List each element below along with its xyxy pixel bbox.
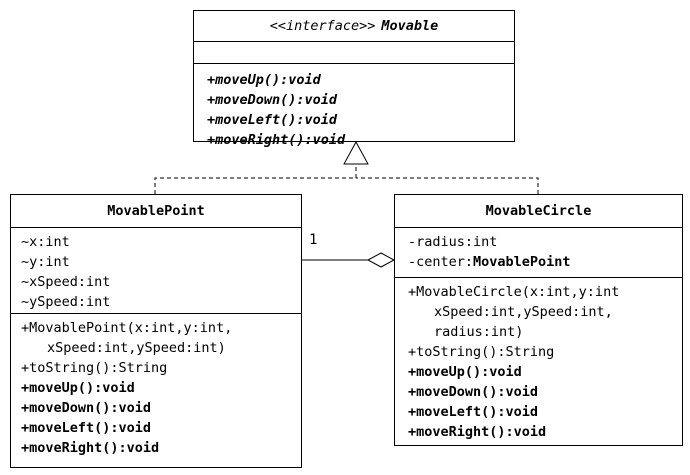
realization-arrowhead — [343, 140, 369, 165]
point-attr-x: ~x:int — [21, 234, 70, 250]
circle-attr-center: -center:MovablePoint — [395, 252, 682, 272]
point-class-name: MovablePoint — [107, 203, 205, 219]
class-movable-point: MovablePoint ~x:int ~y:int ~xSpeed:int ~… — [10, 194, 302, 468]
interface-op-move-right: +moveRight():void — [207, 132, 346, 148]
point-op-move-left: +moveLeft():void — [21, 420, 152, 436]
circle-operations: +MovableCircle(x:int,y:int xSpeed:int,yS… — [395, 277, 682, 445]
circle-attr-center-type: MovablePoint — [473, 254, 571, 270]
interface-attributes — [194, 41, 514, 63]
circle-attr-radius: -radius:int — [408, 234, 498, 250]
interface-stereotype: <<interface>> — [269, 18, 376, 34]
point-attributes: ~x:int ~y:int ~xSpeed:int ~ySpeed:int — [11, 227, 301, 313]
interface-name: Movable — [381, 18, 439, 34]
point-attr-yspeed: ~ySpeed:int — [21, 294, 111, 310]
interface-header: <<interface>> Movable — [194, 11, 514, 41]
point-attr-xspeed: ~xSpeed:int — [21, 274, 111, 290]
circle-op-to-string: +toString():String — [408, 344, 555, 360]
interface-op-move-down: +moveDown():void — [207, 92, 338, 108]
point-header: MovablePoint — [11, 195, 301, 227]
interface-movable: <<interface>> Movable +moveUp():void +mo… — [193, 10, 515, 148]
circle-attributes: -radius:int -center:MovablePoint — [395, 227, 682, 277]
realization-line-point — [154, 177, 356, 194]
point-attr-y: ~y:int — [21, 254, 70, 270]
circle-op-move-up: +moveUp():void — [408, 364, 522, 380]
aggregation-multiplicity: 1 — [309, 232, 318, 248]
interface-op-move-left: +moveLeft():void — [207, 112, 338, 128]
aggregation-diamond — [366, 252, 396, 268]
point-operations: +MovablePoint(x:int,y:int, xSpeed:int,yS… — [11, 313, 301, 467]
point-constructor-line1: +MovablePoint(x:int,y:int, — [21, 320, 233, 336]
point-constructor-line2: xSpeed:int,ySpeed:int) — [47, 340, 226, 356]
realization-line-circle — [356, 177, 539, 194]
point-op-to-string: +toString():String — [21, 360, 168, 376]
circle-constructor-line2: xSpeed:int,ySpeed:int, — [434, 304, 613, 320]
interface-op-move-up: +moveUp():void — [207, 72, 321, 88]
circle-constructor-line1: +MovableCircle(x:int,y:int — [408, 284, 620, 300]
circle-attr-center-name: -center: — [408, 254, 474, 270]
interface-operations: +moveUp():void +moveDown():void +moveLef… — [194, 63, 514, 148]
circle-class-name: MovableCircle — [485, 203, 592, 219]
circle-op-move-left: +moveLeft():void — [408, 404, 539, 420]
circle-constructor-line3: radius:int) — [434, 324, 524, 340]
point-op-move-right: +moveRight():void — [21, 440, 160, 456]
circle-op-move-right: +moveRight():void — [408, 424, 547, 440]
class-movable-circle: MovableCircle -radius:int -center:Movabl… — [394, 194, 683, 446]
point-op-move-down: +moveDown():void — [21, 400, 152, 416]
circle-header: MovableCircle — [395, 195, 682, 227]
point-op-move-up: +moveUp():void — [21, 380, 135, 396]
circle-op-move-down: +moveDown():void — [408, 384, 539, 400]
